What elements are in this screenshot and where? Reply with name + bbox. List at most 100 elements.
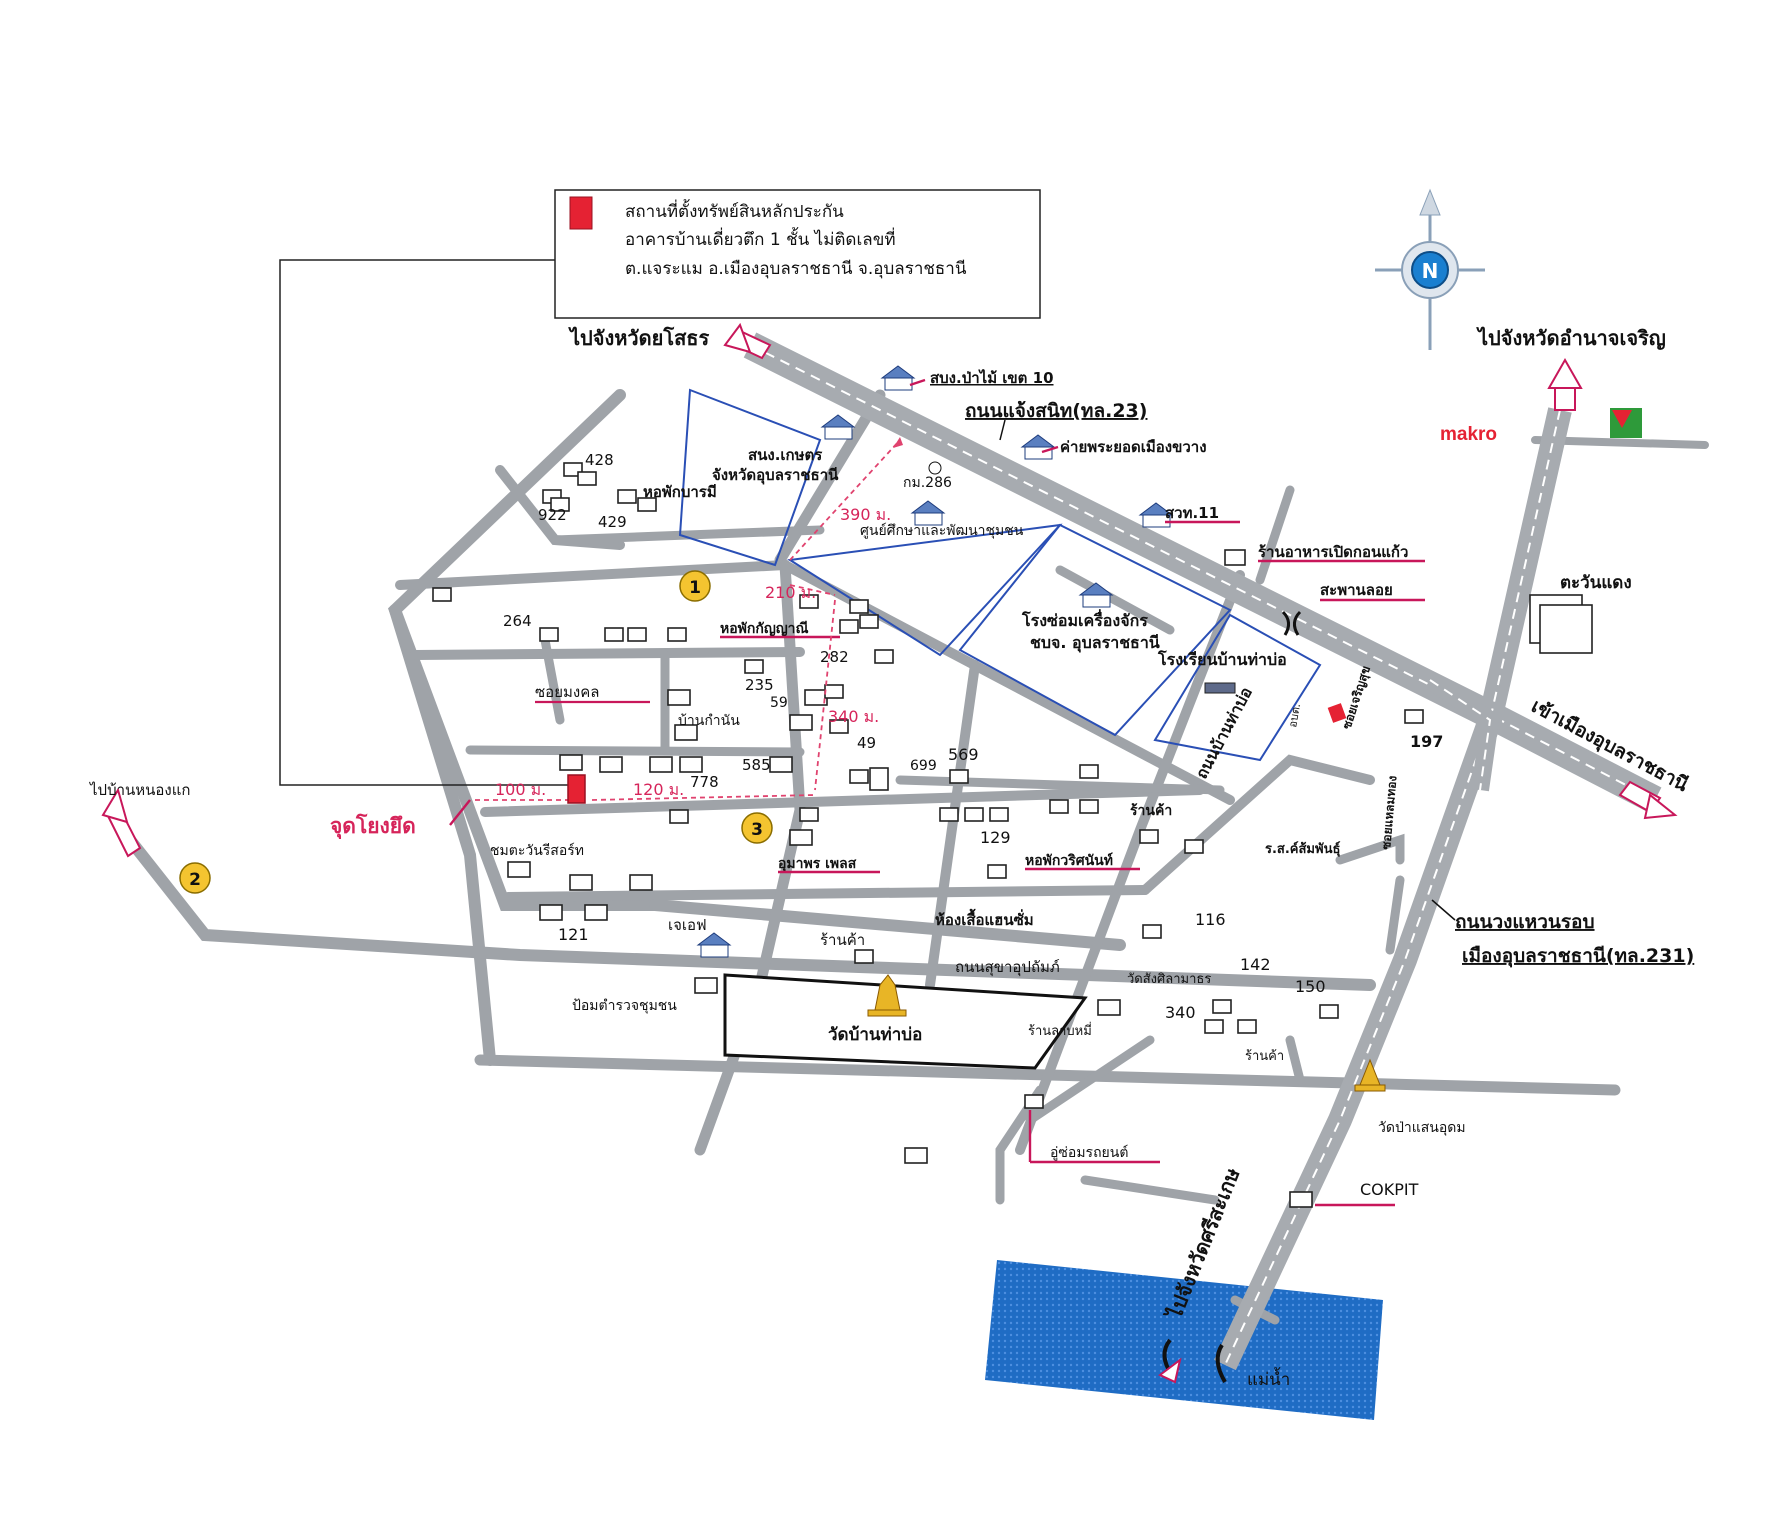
house-numbers: 428 922 429 264 235 282 59 49 585 778 69… — [503, 451, 1443, 1022]
num-129: 129 — [980, 828, 1011, 847]
building — [1529, 594, 1593, 654]
building — [799, 594, 894, 664]
num-428: 428 — [585, 451, 614, 469]
place-labels: สบง.ป่าไม้ เขต 10 สนง.เกษตร จังหวัดอุบลร… — [490, 368, 1632, 1207]
svg-text:1: 1 — [689, 578, 701, 598]
building — [507, 861, 653, 891]
building — [617, 489, 657, 512]
dir-yasothon: ไปจังหวัดยโสธร — [568, 326, 710, 350]
label-shop2: ร้านค้า — [1245, 1049, 1284, 1064]
label-cokpit: COKPIT — [1360, 1180, 1419, 1199]
label-sangsiri: วัดสังศิลามาธร — [1127, 972, 1211, 987]
compass-letter: N — [1422, 259, 1439, 283]
building — [744, 659, 828, 731]
building — [694, 977, 1257, 1034]
dir-amnat: ไปจังหวัดอำนาจเจริญ — [1476, 326, 1666, 350]
num-585: 585 — [742, 756, 771, 774]
house-icon — [1020, 434, 1056, 460]
building — [432, 587, 452, 602]
distances: 390 ม. 210 ม. 340 ม. 100 ม. 120 ม. — [475, 437, 903, 801]
zones — [678, 388, 1322, 1070]
road-chaeng-sanit: ถนนแจ้งสนิท(ทล.23) — [965, 400, 1147, 422]
river-label: แม่น้ำ — [1247, 1367, 1290, 1390]
legend-marker — [569, 196, 593, 230]
label-tawan: ตะวันแดง — [1560, 573, 1632, 593]
building — [939, 807, 1009, 822]
road-ring-1: ถนนวงแหวนรอบ — [1455, 911, 1595, 933]
dist-100: 100 ม. — [495, 780, 546, 799]
label-tawan-resort: ชมตะวันรีสอร์ท — [490, 842, 584, 859]
label-small-2: ซอยแหลมทอง — [1379, 775, 1399, 850]
road-sukha: ถนนสุขาอุปถัมภ์ — [955, 958, 1060, 977]
route-markers: 1 2 3 — [179, 570, 773, 894]
dir-nong-kae: ไปบ้านหนองแก — [89, 781, 191, 799]
house-icon — [880, 365, 916, 391]
label-machine-1: โรงซ่อมเครื่องจักร — [1021, 609, 1148, 630]
label-room-handsome: ห้องเสื้อแฮนซั่ม — [935, 908, 1034, 929]
building — [542, 489, 570, 512]
label-jeff: เจเอฟ — [668, 916, 707, 934]
school-icon — [1204, 682, 1236, 694]
legend-line2: อาคารบ้านเดี่ยวตึก 1 ชั้น ไม่ติดเลขที่ — [625, 227, 896, 250]
num-59: 59 — [770, 695, 788, 711]
num-340: 340 — [1165, 1003, 1196, 1022]
legend-line1: สถานที่ตั้งทรัพย์สินหลักประกัน — [625, 199, 844, 222]
label-police: ค่ายพระยอดเมืองขวาง — [1060, 438, 1207, 456]
makro-flag-icon — [1610, 408, 1642, 438]
label-agri-1: สนง.เกษตร — [748, 446, 823, 464]
house-icon — [1138, 502, 1174, 528]
label-dorm-barami: หอพักบารมี — [643, 483, 717, 501]
legend-line3: ต.แจระแม อ.เมืองอุบลราชธานี จ.อุบลราชธาน… — [625, 259, 967, 279]
temple-thabo-icon — [867, 974, 907, 1017]
dist-340: 340 ม. — [828, 707, 879, 726]
label-umaporn: อุมาพร เพลส — [778, 856, 857, 872]
svg-text:3: 3 — [751, 820, 763, 840]
route-marker-2: 2 — [179, 862, 211, 894]
building — [1049, 799, 1204, 854]
route-marker-3: 3 — [741, 812, 773, 844]
building — [559, 754, 793, 773]
house-icon — [820, 414, 856, 440]
property-marker — [567, 774, 586, 804]
house-icon — [1078, 582, 1114, 608]
buildings — [432, 462, 1593, 1208]
label-shop-mid: ร้านค้า — [820, 931, 865, 949]
building — [854, 864, 1007, 964]
temple-pa-icon — [1354, 1058, 1386, 1092]
label-small-1: ซอยเจริญสุข — [1340, 664, 1375, 731]
house-icon — [696, 932, 732, 958]
label-police-box: ป้อมตำรวจชุมชน — [572, 998, 677, 1014]
building — [667, 689, 698, 741]
road-ban-tha-bo: ถนนบ้านท่าบ่อ — [1192, 684, 1256, 782]
label-temple-thabo: วัดบ้านท่าบ่อ — [828, 1025, 922, 1045]
num-922: 922 — [538, 506, 567, 524]
label-small-3: อบต. — [1286, 702, 1303, 728]
label-machine-2: ชบจ. อุบลราชธานี — [1030, 633, 1160, 653]
label-dorm-kanya: หอพักกัญญาณี — [720, 621, 809, 637]
building — [539, 904, 608, 921]
dist-390: 390 ม. — [840, 505, 891, 524]
num-778: 778 — [690, 773, 719, 791]
dist-120: 120 ม. — [633, 780, 684, 799]
label-temple-pa: วัดป่าแสนอุดม — [1378, 1120, 1466, 1136]
makro-logo: makro — [1440, 424, 1497, 445]
label-kamnan: บ้านกำนัน — [678, 713, 740, 729]
house-icons — [696, 365, 1236, 958]
building — [1224, 549, 1424, 724]
label-shop: ร้านค้า — [1130, 803, 1172, 819]
num-282: 282 — [820, 648, 849, 666]
num-150: 150 — [1295, 977, 1326, 996]
building — [669, 807, 819, 846]
num-429: 429 — [598, 513, 627, 531]
north-compass: N — [1375, 188, 1485, 350]
house-icon — [910, 500, 946, 526]
building — [563, 462, 597, 486]
label-garage: อู่ซ่อมรถยนต์ — [1050, 1144, 1128, 1161]
building — [1142, 924, 1339, 1019]
num-49: 49 — [857, 734, 876, 752]
building — [849, 767, 969, 791]
building — [604, 627, 687, 642]
river: แม่น้ำ — [985, 1260, 1383, 1420]
label-rj: ร.ส.ค์ส้มพันธุ์ — [1265, 841, 1340, 857]
